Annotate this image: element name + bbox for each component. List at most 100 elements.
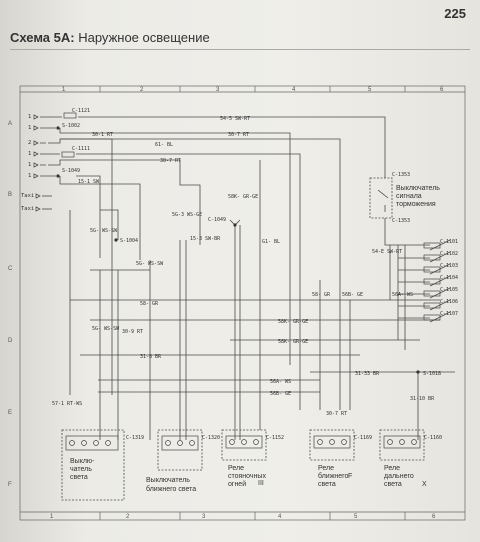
low-beam-relay-block: C-1169 Реле ближнего света F <box>309 429 372 488</box>
wire-label: 54-E SW-RT <box>372 249 402 255</box>
component-label: Реле <box>384 465 400 472</box>
wire-label: 58K- GR-GE <box>278 319 308 325</box>
connector-label: C-1111 <box>72 146 90 152</box>
connector-label: C-1169 <box>354 435 372 441</box>
col-label: 1 <box>50 514 54 520</box>
brake-light-switch: C-1353 C-1353 Выключатель сигнала тормож… <box>369 172 440 246</box>
row-label: C <box>8 266 13 272</box>
col-label: 5 <box>354 514 358 520</box>
wire-label: 31-33 BR <box>355 371 380 377</box>
wire-label: 5G- WS-SW <box>90 228 118 234</box>
connector-label: C-1104 <box>440 275 458 281</box>
component-label: света <box>384 481 402 488</box>
connector-label: C-1121 <box>72 108 90 114</box>
wire-label: 15-1 SW <box>78 179 100 185</box>
connector-label: C-1102 <box>440 251 458 257</box>
connector-label: C-1103 <box>440 263 458 269</box>
connector-label: C-1353 <box>392 218 410 224</box>
col-label: 6 <box>440 87 444 93</box>
title-rule <box>10 49 470 50</box>
component-label: чатель <box>70 466 92 473</box>
relay-number: III <box>258 480 264 487</box>
connector-label: S-1049 <box>62 168 80 174</box>
wire-label: 56A- WS <box>270 379 291 385</box>
wire-label: 56B- GE <box>270 391 291 397</box>
light-switch-block: C-1319 Выклю- чатель света <box>61 429 144 501</box>
wire-label: 31-8 BR <box>140 354 162 360</box>
connector-label: S-1002 <box>62 123 80 129</box>
connector-label: C-1353 <box>392 172 410 178</box>
connector-label: C-1049 <box>208 217 226 223</box>
connector-label: C-1320 <box>202 435 220 441</box>
input-label: 1 <box>28 162 31 168</box>
col-label: 1 <box>62 87 66 93</box>
row-label: D <box>8 338 13 344</box>
component-label: света <box>70 474 88 481</box>
wire-label: 30-9 RT <box>122 329 143 335</box>
wire-label: 57-1 RT-WS <box>52 401 82 407</box>
wire-label: 61- BL <box>155 142 173 148</box>
horizontal-wires <box>40 116 455 440</box>
wire-label: 30-7 RT <box>228 132 249 138</box>
input-label: 1 <box>28 114 31 120</box>
col-label: 2 <box>140 87 144 93</box>
wire-label: 31-10 BR <box>410 396 435 402</box>
parking-relay-block: C-1152 Реле стояночных огней III <box>221 429 284 488</box>
component-label: огней <box>228 480 246 488</box>
wire-labels: 54-5 SW-RT 30-1 RT 30-7 RT 61- BL 15-1 S… <box>52 116 435 417</box>
connector-label: C-1106 <box>440 299 458 305</box>
bottom-column-grid: 1 2 3 4 5 6 <box>50 512 436 520</box>
input-label: 1 <box>28 151 31 157</box>
scheme-title: Наружное освещение <box>78 30 210 45</box>
connector-label: C-1105 <box>440 287 458 293</box>
connector-label: S-1004 <box>120 238 138 244</box>
diagram-frame <box>19 85 466 521</box>
wire-label: 5G-3 WS-GE <box>172 212 202 218</box>
component-label: Выклю- <box>70 458 95 465</box>
connector-label: C-1319 <box>126 435 144 441</box>
wire-label: 54-5 SW-RT <box>220 116 250 122</box>
low-beam-switch-block: C-1320 Выключатель ближнего света <box>146 429 220 493</box>
component-label: Реле <box>228 465 244 472</box>
wire-label: 58- GR <box>140 301 159 307</box>
component-label: сигнала <box>396 193 422 200</box>
wire-label: 58- GR <box>312 292 331 298</box>
component-label: Выключатель <box>396 185 440 192</box>
wire-label: G1- BL <box>262 239 280 245</box>
col-label: 4 <box>278 514 282 520</box>
input-label: 1 <box>28 125 31 131</box>
scheme-number: Схема 5А: <box>10 30 75 45</box>
top-column-grid: 1 2 3 4 5 6 <box>62 86 444 93</box>
high-beam-relay-block: C-1160 Реле дальнего света X <box>379 429 442 488</box>
page-number: 225 <box>444 6 466 21</box>
wire-label: 15-3 SW-BR <box>190 236 221 242</box>
connector-label: S-1018 <box>423 371 441 377</box>
connector-label: C-1160 <box>424 435 442 441</box>
component-label: света <box>318 481 336 488</box>
input-label: Taxi <box>21 206 34 212</box>
row-label: A <box>8 121 12 127</box>
component-label: ближнего <box>318 472 349 480</box>
input-label: Taxi <box>21 193 34 199</box>
row-label: E <box>8 410 12 416</box>
page-title: Схема 5А: Наружное освещение <box>10 30 210 45</box>
component-label: дальнего <box>384 473 414 480</box>
relay-number: F <box>348 473 352 480</box>
row-grid: A B C D E F <box>8 121 13 488</box>
wire-label: 5G- WS-SW <box>136 261 164 267</box>
input-label: 2 <box>28 140 31 146</box>
col-label: 3 <box>216 87 220 93</box>
component-label: торможения <box>396 201 436 208</box>
input-label: 1 <box>28 173 31 179</box>
wire-label: 58K- GR-GE <box>228 194 258 200</box>
right-connectors: C-1101 C-1102 C-1103 C-1104 C-1105 C-110… <box>423 239 458 321</box>
col-label: 2 <box>126 514 130 520</box>
wire-label: 30-7 RT <box>326 411 347 417</box>
wire-label: 56B- GE <box>342 292 363 298</box>
wire-label: 30-7 RT <box>160 158 181 164</box>
component-label: ближнего света <box>146 485 196 493</box>
col-label: 4 <box>292 87 296 93</box>
wire-label: 58K- GR-GE <box>278 339 308 345</box>
